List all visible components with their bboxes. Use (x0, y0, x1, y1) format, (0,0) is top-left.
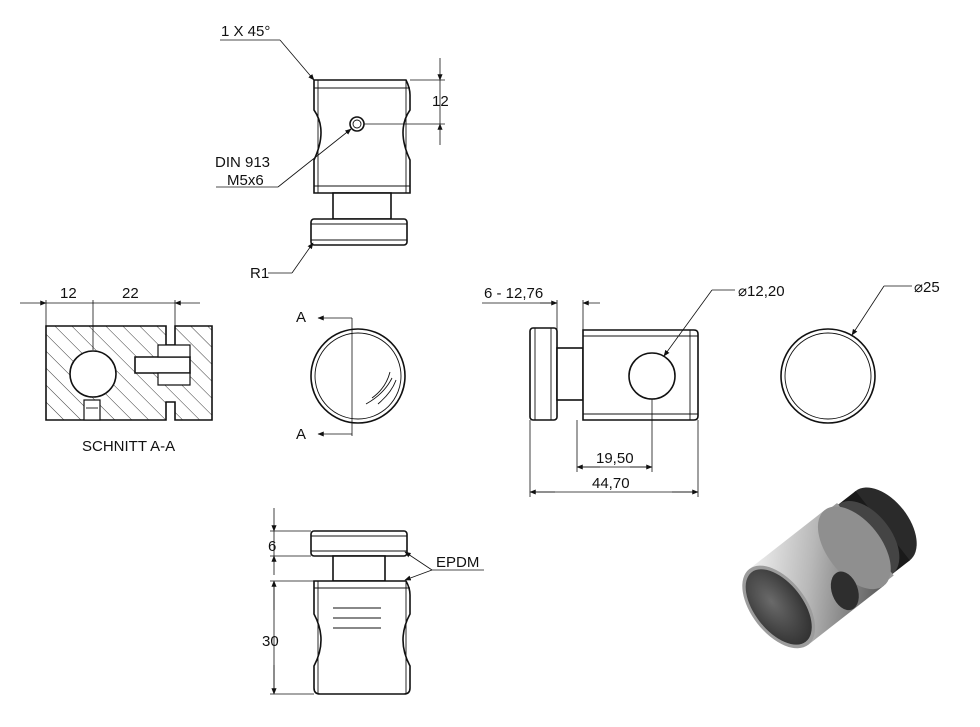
top-body-outline (313, 79, 411, 194)
section-dim-12: 12 (60, 285, 77, 302)
gasket-material-label: EPDM (436, 554, 479, 571)
set-screw-label-1: DIN 913 (215, 154, 270, 171)
bottom-neck (332, 555, 386, 582)
bottom-cap-dim: 6 (268, 538, 276, 555)
hole-offset-dim: 19,50 (596, 450, 634, 467)
cut-marker-top: A (296, 309, 306, 326)
cut-marker-bottom: A (296, 426, 306, 443)
side-body (582, 329, 699, 421)
section-screw (83, 399, 101, 421)
bottom-body-outline (313, 580, 411, 695)
bottom-view: 6 30 EPDM (262, 508, 484, 695)
radius-label: R1 (250, 265, 269, 282)
isometric-render (742, 487, 917, 649)
slot-range-dim: 6 - 12,76 (484, 285, 543, 302)
top-neck (332, 192, 392, 220)
bottom-body-dim: 30 (262, 633, 279, 650)
chamfer-label: 1 X 45° (221, 23, 270, 40)
section-slot (134, 356, 191, 374)
top-cap (310, 218, 408, 246)
section-bore (69, 350, 117, 398)
set-screw-label-2: M5x6 (227, 172, 264, 189)
section-title: SCHNITT A-A (82, 438, 175, 455)
side-cap (529, 327, 558, 421)
hole-diameter-label: ⌀12,20 (738, 283, 785, 300)
outer-diameter-label: ⌀25 (914, 279, 940, 296)
section-dim-22: 22 (122, 285, 139, 302)
section-view: 12 22 SCHNITT A-A (20, 285, 213, 455)
front-circle-view: A A (296, 309, 406, 443)
side-neck (556, 347, 584, 401)
top-view: 12 1 X 45° DIN 913 M5x6 R1 (215, 23, 449, 282)
outer-circle-view: ⌀25 (780, 279, 940, 424)
top-height-dim: 12 (432, 93, 449, 110)
total-length-dim: 44,70 (592, 475, 630, 492)
bottom-cap (310, 530, 408, 557)
side-view: 6 - 12,76 ⌀12,20 19,50 44,70 (482, 283, 785, 497)
